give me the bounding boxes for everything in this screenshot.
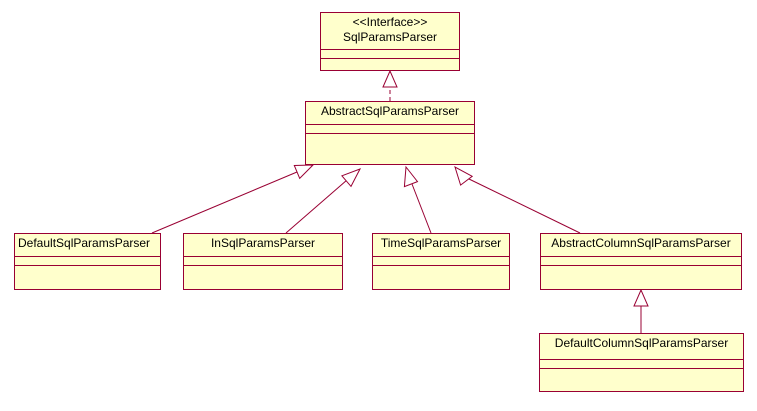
class-box-in-sql-params-parser: InSqlParamsParser xyxy=(183,233,343,290)
realization-arrowhead xyxy=(382,69,398,88)
class-name-compartment: DefaultColumnSqlParamsParser xyxy=(540,334,743,360)
class-box-abstract-column-sql-params-parser: AbstractColumnSqlParamsParser xyxy=(540,233,742,290)
attributes-compartment xyxy=(540,360,743,369)
generalization-line-time xyxy=(411,183,432,234)
class-name-compartment: <<Interface>> SqlParamsParser xyxy=(321,13,459,50)
class-name: InSqlParamsParser xyxy=(210,236,316,250)
class-box-abstract-sql-params-parser: AbstractSqlParamsParser xyxy=(305,101,475,165)
generalization-arrowhead-in xyxy=(341,168,362,188)
stereotype-label: <<Interface>> xyxy=(352,15,428,29)
class-name: AbstractSqlParamsParser xyxy=(320,104,460,118)
attributes-compartment xyxy=(373,257,509,266)
class-name: DefaultSqlParamsParser xyxy=(18,236,151,250)
class-name-compartment: TimeSqlParamsParser xyxy=(373,234,509,257)
generalization-arrowhead-abstract-column xyxy=(454,165,474,186)
class-box-default-column-sql-params-parser: DefaultColumnSqlParamsParser xyxy=(539,333,744,392)
class-name: DefaultColumnSqlParamsParser xyxy=(554,336,729,350)
class-name-compartment: AbstractColumnSqlParamsParser xyxy=(541,234,741,257)
attributes-compartment xyxy=(541,257,741,266)
class-box-default-sql-params-parser: DefaultSqlParamsParser xyxy=(14,233,161,290)
generalization-line-in xyxy=(285,179,348,234)
attributes-compartment xyxy=(184,257,342,266)
attributes-compartment xyxy=(321,50,459,59)
generalization-arrowhead-default-column xyxy=(633,288,649,307)
class-name-compartment: InSqlParamsParser xyxy=(184,234,342,257)
generalization-line-abstract-column xyxy=(468,178,581,234)
class-name-compartment: DefaultSqlParamsParser xyxy=(15,234,160,257)
generalization-line-default xyxy=(151,171,298,234)
class-box-sql-params-parser: <<Interface>> SqlParamsParser xyxy=(320,12,460,71)
class-box-time-sql-params-parser: TimeSqlParamsParser xyxy=(372,233,510,290)
class-name: TimeSqlParamsParser xyxy=(380,236,502,250)
generalization-arrowhead-time xyxy=(403,165,419,188)
class-name: SqlParamsParser xyxy=(342,30,438,44)
class-name-compartment: AbstractSqlParamsParser xyxy=(306,102,474,125)
attributes-compartment xyxy=(306,125,474,134)
generalization-arrowhead-default xyxy=(293,164,315,180)
attributes-compartment xyxy=(15,257,160,266)
class-name: AbstractColumnSqlParamsParser xyxy=(551,236,731,250)
